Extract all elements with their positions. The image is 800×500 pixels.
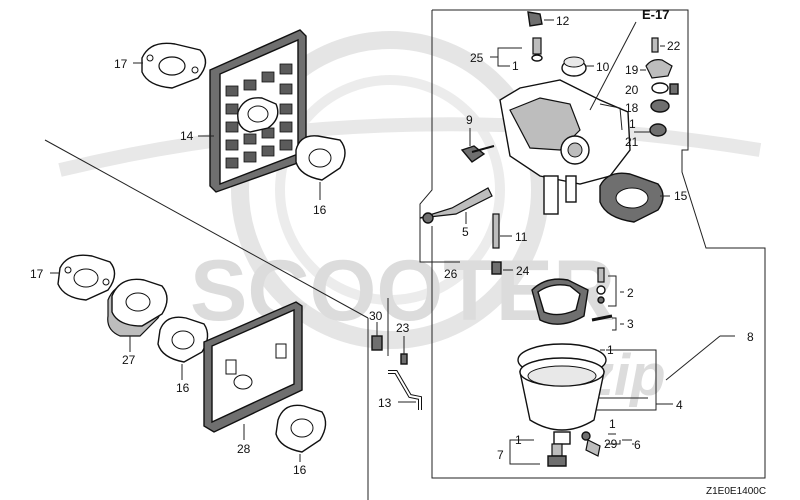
bolt-30 xyxy=(371,322,383,351)
float-chamber-4 xyxy=(517,343,607,445)
callout-16-bottom: 16 xyxy=(293,463,307,477)
callout-17-bottom: 17 xyxy=(30,267,44,281)
callout-1-bowl: 1 xyxy=(607,343,614,357)
needle-5 xyxy=(419,187,493,224)
screw-25 xyxy=(531,37,543,62)
callout-28: 28 xyxy=(237,442,251,456)
callout-labels: 17 14 16 17 27 16 28 16 12 25 1 10 9 5 2… xyxy=(30,7,766,497)
gasket-16-middle xyxy=(157,316,209,363)
screw-22 xyxy=(651,37,659,53)
spacer-27 xyxy=(107,278,168,337)
cap-10 xyxy=(561,56,587,77)
pin-3 xyxy=(591,314,613,322)
diagram-code: Z1E0E1400C xyxy=(706,486,766,497)
clip-23 xyxy=(400,336,408,365)
tube-13 xyxy=(388,370,422,410)
callout-8: 8 xyxy=(747,330,754,344)
callout-3: 3 xyxy=(627,317,634,331)
callout-13: 13 xyxy=(378,396,392,410)
callout-7: 7 xyxy=(497,448,504,462)
insulator-14 xyxy=(209,29,307,193)
bolt-7 xyxy=(547,443,567,467)
callout-22: 22 xyxy=(667,39,681,53)
callout-23: 23 xyxy=(396,321,410,335)
callout-26: 26 xyxy=(444,267,458,281)
gasket-15 xyxy=(599,172,664,223)
needle-valve-2 xyxy=(596,267,606,304)
callout-14: 14 xyxy=(180,129,194,143)
carburetor-frame xyxy=(419,9,766,479)
callout-1-right: 1 xyxy=(629,117,636,131)
screw-9 xyxy=(460,145,495,163)
callout-17-top: 17 xyxy=(114,57,128,71)
gasket-16-bottom xyxy=(275,404,327,453)
plate-19 xyxy=(645,59,673,79)
reference-label: E-17 xyxy=(642,7,669,22)
gasket-17-top xyxy=(141,42,207,89)
callout-1-bolt: 1 xyxy=(515,433,522,447)
callout-4: 4 xyxy=(676,398,683,412)
callout-25: 25 xyxy=(470,51,484,65)
gasket-17-bottom xyxy=(57,254,116,301)
callout-18: 18 xyxy=(625,101,639,115)
callout-1-drain: 1 xyxy=(609,417,616,431)
oring-21 xyxy=(649,123,667,137)
callout-5: 5 xyxy=(462,225,469,239)
gasket-16-top xyxy=(295,135,346,181)
callout-27: 27 xyxy=(122,353,136,367)
callout-29: 29 xyxy=(604,437,618,451)
seal-18 xyxy=(650,99,670,113)
callout-20: 20 xyxy=(625,83,639,97)
jet-11 xyxy=(492,213,500,249)
callout-15: 15 xyxy=(674,189,688,203)
callout-24: 24 xyxy=(516,264,530,278)
callout-2: 2 xyxy=(627,286,634,300)
callout-16-top: 16 xyxy=(313,203,327,217)
section-divider xyxy=(44,139,369,319)
callout-19: 19 xyxy=(625,63,639,77)
washer-20 xyxy=(651,82,679,95)
callout-9: 9 xyxy=(466,113,473,127)
heat-shield-28 xyxy=(203,301,303,433)
callout-16-middle: 16 xyxy=(176,381,190,395)
callout-12: 12 xyxy=(556,14,570,28)
callout-10: 10 xyxy=(596,60,610,74)
callout-11: 11 xyxy=(515,230,528,244)
callout-1-upper: 1 xyxy=(512,59,519,73)
float-2 xyxy=(531,278,589,325)
carburetor-body xyxy=(499,79,631,215)
callout-30: 30 xyxy=(369,309,383,323)
e17-pointer xyxy=(589,21,637,111)
jet-24 xyxy=(491,261,502,275)
cap-12 xyxy=(527,11,543,27)
callout-21: 21 xyxy=(625,135,639,149)
drain-screw-6 xyxy=(581,431,601,457)
callout-6: 6 xyxy=(634,438,641,452)
